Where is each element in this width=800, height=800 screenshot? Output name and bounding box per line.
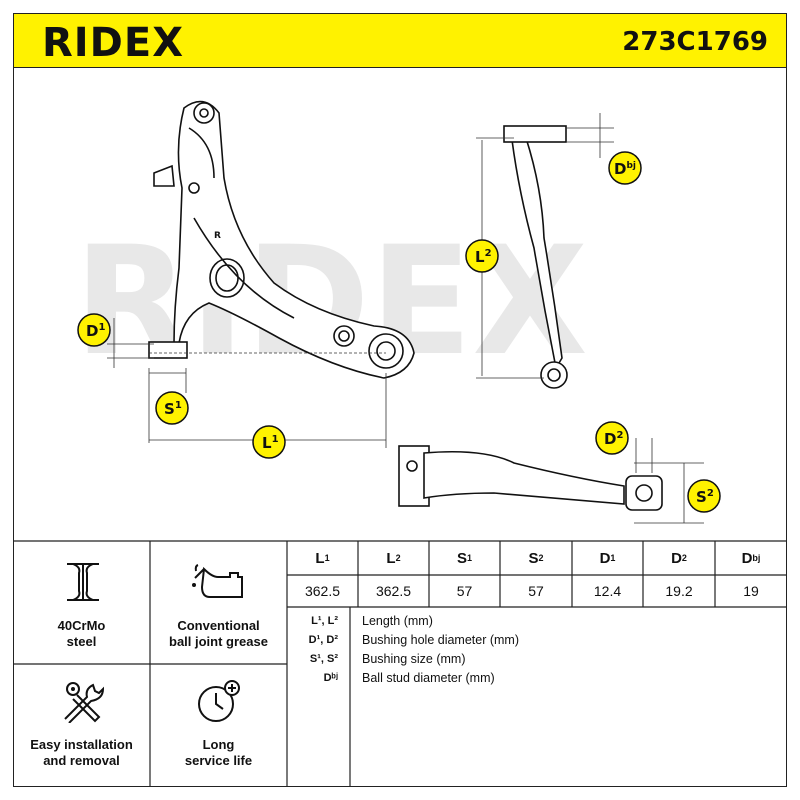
control-arm-side-view bbox=[503, 125, 568, 389]
clock-plus-icon bbox=[198, 680, 240, 722]
badge-s2: S2 bbox=[687, 479, 721, 513]
feature-installation: Easy installation and removal bbox=[13, 664, 150, 787]
i-beam-icon bbox=[67, 563, 99, 601]
tools-icon bbox=[64, 682, 105, 723]
header-bar: RIDEX 273C1769 bbox=[13, 13, 787, 68]
value-s1: 57 bbox=[456, 583, 473, 599]
value-l1: 362.5 bbox=[304, 583, 341, 599]
legend-desc-size: Bushing size (mm) bbox=[362, 652, 466, 666]
feature-service-life: Long service life bbox=[150, 664, 287, 787]
badge-d2: D2 bbox=[595, 421, 629, 455]
feature-grease: Conventional ball joint grease bbox=[150, 541, 287, 664]
control-arm-bottom-view bbox=[398, 445, 663, 511]
value-d1: 12.4 bbox=[593, 583, 622, 599]
value-l2: 362.5 bbox=[375, 583, 412, 599]
legend-desc-stud: Ball stud diameter (mm) bbox=[362, 671, 495, 685]
feature-material: 40CrMo steel bbox=[13, 541, 150, 664]
page-frame bbox=[13, 13, 787, 787]
legend-key-hole: D¹, D² bbox=[308, 634, 338, 646]
arm-mark: R bbox=[214, 231, 221, 241]
dimension-lines-bottom bbox=[634, 438, 704, 524]
technical-drawing: RIDEX R bbox=[74, 100, 721, 524]
legend-key-length: L¹, L² bbox=[311, 615, 338, 627]
badge-l2: L2 bbox=[465, 239, 499, 273]
legend-desc-length: Length (mm) bbox=[362, 614, 433, 628]
badge-dbj: Dbj bbox=[608, 151, 642, 185]
badge-d1: D1 bbox=[77, 313, 111, 347]
legend-key-stud: Dᵇʲ bbox=[323, 672, 338, 684]
badge-l1: L1 bbox=[252, 425, 286, 459]
value-d2: 19.2 bbox=[665, 583, 693, 599]
control-arm-main: R bbox=[148, 100, 415, 379]
legend-key-size: S¹, S² bbox=[309, 653, 338, 665]
value-s2: 57 bbox=[528, 583, 544, 599]
part-number: 273C1769 bbox=[622, 27, 768, 57]
badge-s1: S1 bbox=[155, 391, 189, 425]
brand-logo: RIDEX bbox=[42, 20, 185, 66]
oil-can-icon bbox=[192, 564, 243, 598]
value-dbj: 19 bbox=[743, 583, 759, 599]
legend-desc-hole: Bushing hole diameter (mm) bbox=[362, 633, 520, 647]
